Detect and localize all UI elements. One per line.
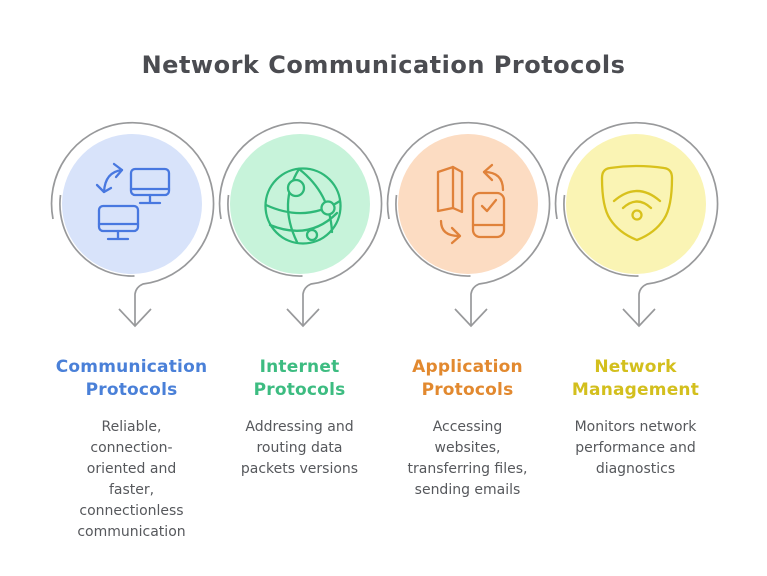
item-network-management: Network Management Monitors network perf… [552, 110, 720, 543]
spiral-arrow-down-icon [554, 121, 718, 328]
item-description: Monitors network performance and diagnos… [574, 419, 697, 477]
items-row: Communication Protocols Reliable, connec… [0, 110, 767, 543]
item-heading: Network Management [571, 357, 700, 400]
internet-circle [229, 134, 370, 274]
item-description: Reliable, connection- oriented and faste… [77, 419, 186, 540]
application-protocols-graphic [386, 121, 550, 328]
spiral-arrow-down-icon [218, 121, 382, 328]
item-description: Accessing websites, transferring files, … [407, 419, 528, 498]
shield-wifi-icon [600, 164, 673, 242]
item-communication-protocols: Communication Protocols Reliable, connec… [48, 110, 216, 543]
management-circle [565, 134, 706, 274]
item-internet-protocols: Internet Protocols Addressing and routin… [216, 110, 384, 543]
communication-protocols-graphic [50, 121, 214, 328]
application-circle [397, 134, 538, 274]
item-application-protocols: Application Protocols Accessing websites… [384, 110, 552, 543]
network-globe-icon [263, 167, 342, 245]
internet-protocols-graphic [218, 121, 382, 328]
door-phone-sync-icon [436, 163, 505, 245]
monitors-sync-icon [95, 162, 170, 241]
network-management-graphic [554, 121, 718, 328]
communication-circle [61, 134, 202, 274]
item-heading: Communication Protocols [55, 357, 208, 400]
item-heading: Internet Protocols [253, 357, 346, 400]
spiral-arrow-down-icon [386, 121, 550, 328]
page-title: Network Communication Protocols [141, 51, 626, 79]
item-description: Addressing and routing data packets vers… [240, 419, 359, 477]
spiral-arrow-down-icon [50, 121, 214, 328]
item-heading: Application Protocols [412, 357, 523, 400]
